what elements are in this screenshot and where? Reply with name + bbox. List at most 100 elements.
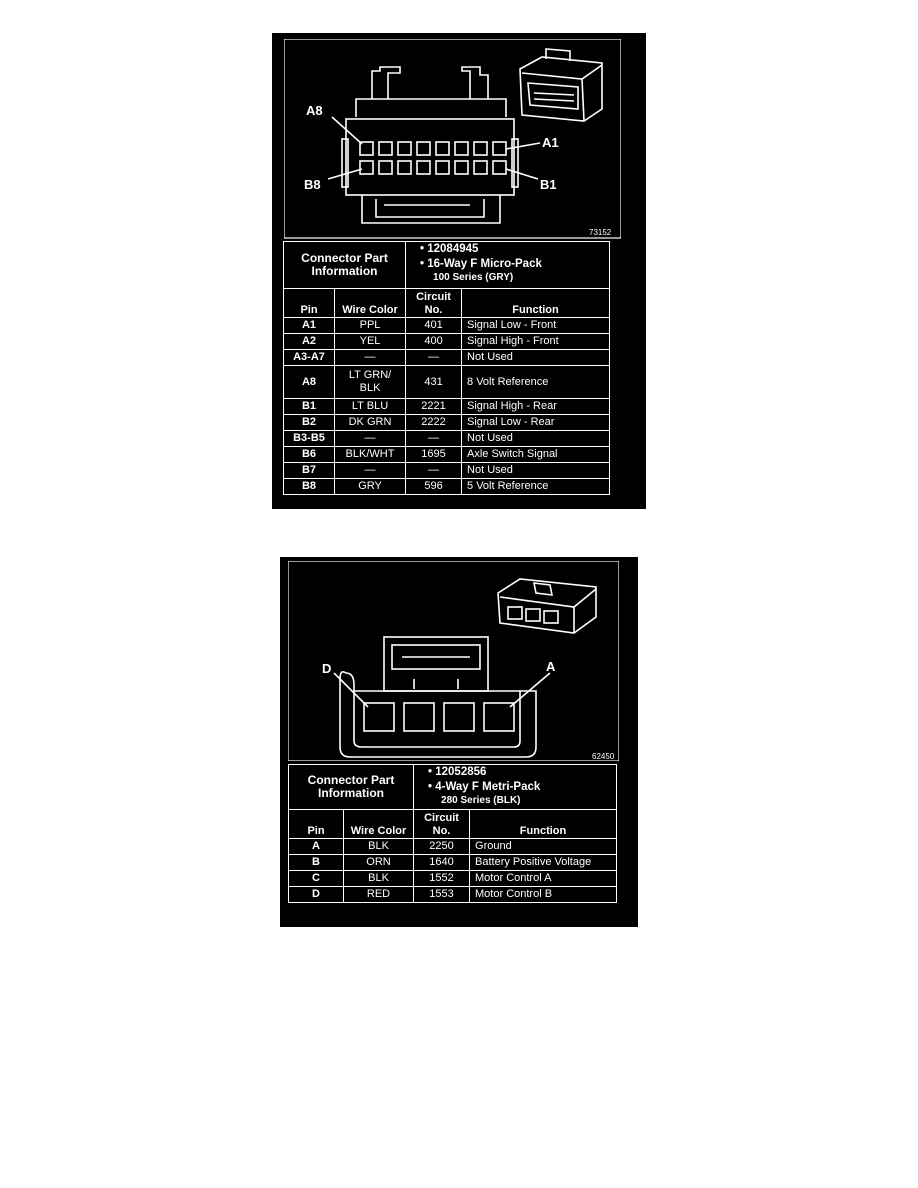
- circuit-cell: 2221: [405, 398, 463, 415]
- connector-panel-2: D A 62450 Connector Part Information • 1…: [280, 557, 638, 927]
- header-function: Function: [469, 809, 618, 839]
- pin-cell: A8: [283, 365, 335, 399]
- pin-cell: C: [288, 870, 344, 887]
- function-cell: Not Used: [461, 462, 611, 479]
- function-cell: Axle Switch Signal: [461, 446, 611, 463]
- pinout-table-1: Connector Part Information • 12084945 • …: [282, 241, 611, 495]
- header-pin: Pin: [288, 809, 344, 839]
- pin-label-a8: A8: [306, 103, 323, 118]
- connector-panel-1: A8 A1 B8 B1 73152 Connector Part Informa…: [272, 33, 646, 509]
- header-wire-color: Wire Color: [333, 288, 407, 318]
- table-row: B3-B5——Not Used: [283, 430, 611, 447]
- circuit-cell: 1553: [413, 886, 471, 903]
- figure-number: 62450: [592, 752, 615, 761]
- circuit-cell: —: [405, 349, 463, 366]
- table-row: A3-A7——Not Used: [283, 349, 611, 366]
- function-cell: Signal Low - Front: [461, 317, 611, 334]
- function-cell: Motor Control A: [469, 870, 618, 887]
- wire-cell: ORN: [342, 854, 415, 871]
- circuit-cell: —: [405, 430, 463, 447]
- part-number: 12052856: [435, 766, 487, 778]
- pin-cell: A2: [283, 333, 335, 350]
- header-circuit: Circuit No.: [413, 809, 471, 839]
- wire-cell: BLK: [342, 870, 415, 887]
- pin-label-a: A: [546, 659, 556, 674]
- circuit-cell: —: [405, 462, 463, 479]
- wire-cell: —: [333, 349, 407, 366]
- part-info: • 12052856 • 4-Way F Metri-Pack 280 Seri…: [413, 764, 618, 810]
- wire-cell: BLK/WHT: [333, 446, 407, 463]
- part-info-row: Connector Part Information • 12084945 • …: [282, 241, 611, 289]
- table-row: B7——Not Used: [283, 462, 611, 479]
- circuit-cell: 1695: [405, 446, 463, 463]
- wire-cell: YEL: [333, 333, 407, 350]
- pinout-table-2: Connector Part Information • 12052856 • …: [287, 764, 618, 903]
- wire-cell: PPL: [333, 317, 407, 334]
- part-number: 12084945: [427, 243, 479, 255]
- header-row: Pin Wire Color Circuit No. Function: [288, 809, 618, 839]
- wire-cell: —: [333, 462, 407, 479]
- part-info-label: Connector Part Information: [287, 764, 415, 810]
- part-description: 16-Way F Micro-Pack: [427, 258, 542, 270]
- connector-4way-svg: D A 62450: [288, 561, 619, 761]
- pin-cell: B7: [283, 462, 335, 479]
- circuit-cell: 596: [405, 478, 463, 495]
- circuit-cell: 401: [405, 317, 463, 334]
- function-cell: Not Used: [461, 430, 611, 447]
- function-cell: Not Used: [461, 349, 611, 366]
- function-cell: Ground: [469, 838, 618, 855]
- part-info: • 12084945 • 16-Way F Micro-Pack 100 Ser…: [405, 241, 611, 289]
- pin-cell: B: [288, 854, 344, 871]
- header-circuit: Circuit No.: [405, 288, 463, 318]
- pin-label-d: D: [322, 661, 331, 676]
- pin-cell: A: [288, 838, 344, 855]
- wire-cell: GRY: [333, 478, 407, 495]
- function-cell: Signal High - Front: [461, 333, 611, 350]
- pin-cell: B6: [283, 446, 335, 463]
- wire-cell: DK GRN: [333, 414, 407, 431]
- function-cell: 5 Volt Reference: [461, 478, 611, 495]
- circuit-cell: 400: [405, 333, 463, 350]
- function-cell: Motor Control B: [469, 886, 618, 903]
- figure-number: 73152: [589, 228, 612, 237]
- wire-cell: —: [333, 430, 407, 447]
- pin-label-b1: B1: [540, 177, 557, 192]
- connector-diagram-16way: A8 A1 B8 B1 73152: [284, 39, 621, 239]
- pin-label-a1: A1: [542, 135, 559, 150]
- circuit-cell: 1552: [413, 870, 471, 887]
- header-function: Function: [461, 288, 611, 318]
- pin-cell: B2: [283, 414, 335, 431]
- pin-cell: A3-A7: [283, 349, 335, 366]
- wire-cell: RED: [342, 886, 415, 903]
- part-series: 100 Series (GRY): [433, 272, 514, 283]
- pin-cell: A1: [283, 317, 335, 334]
- circuit-cell: 1640: [413, 854, 471, 871]
- wire-cell: LT GRN/ BLK: [333, 365, 407, 399]
- wire-cell: LT BLU: [333, 398, 407, 415]
- connector-diagram-4way: D A 62450: [288, 561, 619, 761]
- header-row: Pin Wire Color Circuit No. Function: [283, 288, 611, 318]
- pin-label-b8: B8: [304, 177, 321, 192]
- function-cell: Signal High - Rear: [461, 398, 611, 415]
- part-description: 4-Way F Metri-Pack: [435, 781, 541, 793]
- header-wire-color: Wire Color: [342, 809, 415, 839]
- circuit-cell: 2250: [413, 838, 471, 855]
- function-cell: 8 Volt Reference: [461, 365, 611, 399]
- pin-cell: D: [288, 886, 344, 903]
- part-info-label: Connector Part Information: [282, 241, 407, 289]
- connector-16way-svg: A8 A1 B8 B1 73152: [284, 39, 621, 239]
- pin-cell: B1: [283, 398, 335, 415]
- circuit-cell: 431: [405, 365, 463, 399]
- wire-cell: BLK: [342, 838, 415, 855]
- part-series: 280 Series (BLK): [441, 795, 521, 806]
